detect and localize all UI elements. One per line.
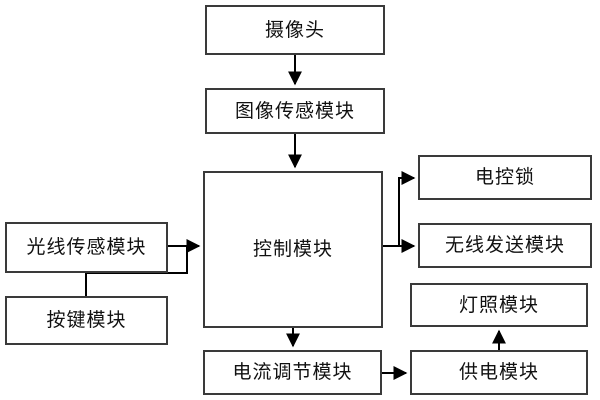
- node-image-sensor-module[interactable]: 图像传感模块: [205, 88, 385, 134]
- node-power-label: 供电模块: [458, 361, 539, 383]
- node-current-label: 电流调节模块: [232, 361, 353, 383]
- node-power-supply-module[interactable]: 供电模块: [410, 350, 588, 395]
- node-current-regulation-module[interactable]: 电流调节模块: [203, 350, 382, 395]
- node-lighting-module[interactable]: 灯照模块: [410, 283, 588, 327]
- node-control-module[interactable]: 控制模块: [203, 171, 383, 328]
- node-camera[interactable]: 摄像头: [205, 5, 385, 55]
- node-wireless-label: 无线发送模块: [444, 234, 565, 256]
- node-key-label: 按键模块: [46, 309, 127, 331]
- node-control-label: 控制模块: [252, 238, 333, 260]
- node-lighting-label: 灯照模块: [458, 293, 539, 316]
- node-light-sensor-label: 光线传感模块: [26, 236, 147, 258]
- node-electronic-lock[interactable]: 电控锁: [418, 155, 592, 200]
- node-light-sensor-module[interactable]: 光线传感模块: [5, 222, 168, 273]
- node-electronic-lock-label: 电控锁: [474, 166, 535, 188]
- node-image-sensor-label: 图像传感模块: [234, 99, 355, 122]
- node-key-module[interactable]: 按键模块: [5, 296, 168, 345]
- node-camera-label: 摄像头: [264, 18, 325, 41]
- node-wireless-transmit-module[interactable]: 无线发送模块: [418, 223, 592, 268]
- connector-control-to-elock: [383, 171, 416, 247]
